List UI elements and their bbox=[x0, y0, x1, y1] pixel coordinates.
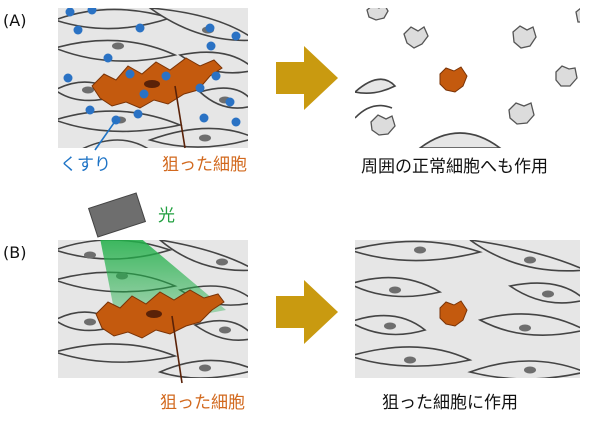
target-label-leader-b bbox=[171, 315, 183, 384]
target-cell-nucleus bbox=[144, 80, 160, 88]
light-label: 光 bbox=[158, 206, 175, 226]
target-cell-nucleus bbox=[146, 310, 162, 318]
panel-a-letter: (A) bbox=[3, 11, 26, 30]
result-caption-b: 狙った細胞に作用 bbox=[382, 393, 518, 413]
right-arrow-icon bbox=[276, 46, 338, 110]
target-cell-label-a: 狙った細胞 bbox=[162, 155, 247, 175]
treated-target-cell-a bbox=[439, 66, 468, 93]
panel-b-letter: (B) bbox=[3, 243, 26, 262]
panel-a-tissue-before bbox=[58, 8, 248, 148]
target-cell-label-b: 狙った細胞 bbox=[160, 393, 245, 413]
treated-target-cell-b bbox=[439, 300, 468, 327]
drug-label-leader bbox=[94, 119, 117, 151]
right-arrow-icon bbox=[276, 280, 338, 344]
result-caption-a: 周囲の正常細胞へも作用 bbox=[361, 157, 548, 177]
target-label-leader-a bbox=[174, 85, 186, 149]
drug-molecules bbox=[63, 8, 241, 127]
damaged-cells bbox=[366, 8, 580, 136]
light-source-icon bbox=[87, 192, 147, 238]
panel-b-tissue-after bbox=[355, 240, 580, 378]
panel-a-tissue-after bbox=[355, 8, 580, 148]
drug-label: くすり bbox=[60, 155, 111, 175]
nuclei bbox=[384, 246, 554, 374]
panel-b-tissue-before bbox=[58, 240, 248, 378]
